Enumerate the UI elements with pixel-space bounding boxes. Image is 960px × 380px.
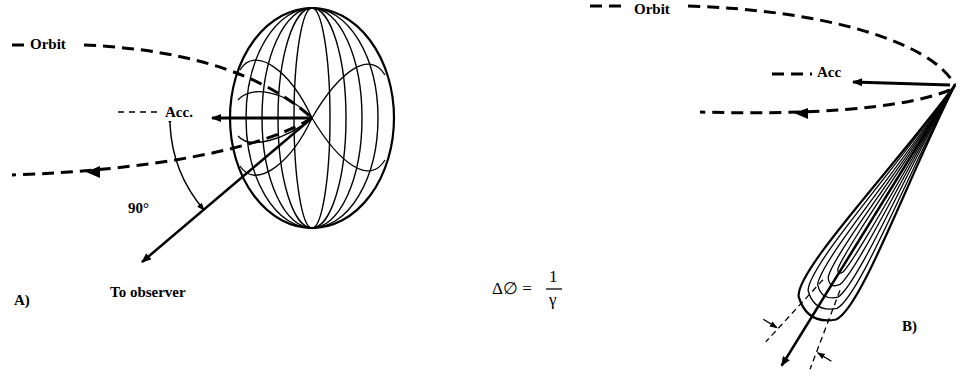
formula-denominator: γ	[547, 290, 559, 310]
direction-label: To observer	[108, 284, 188, 301]
orbit-label: Orbit	[632, 1, 672, 18]
panel-a-drawing	[12, 8, 394, 262]
panel-label: A)	[12, 292, 32, 309]
acceleration-label: Acc.	[163, 104, 195, 121]
angle-label: 90°	[126, 200, 151, 217]
formula-numerator: 1	[547, 267, 560, 287]
acceleration-label: Acc	[815, 64, 843, 81]
panel-label: B)	[900, 318, 919, 335]
panel-b-drawing	[546, 6, 960, 380]
orbit-label: Orbit	[28, 36, 68, 53]
formula-text: Δ∅ =	[490, 279, 534, 299]
